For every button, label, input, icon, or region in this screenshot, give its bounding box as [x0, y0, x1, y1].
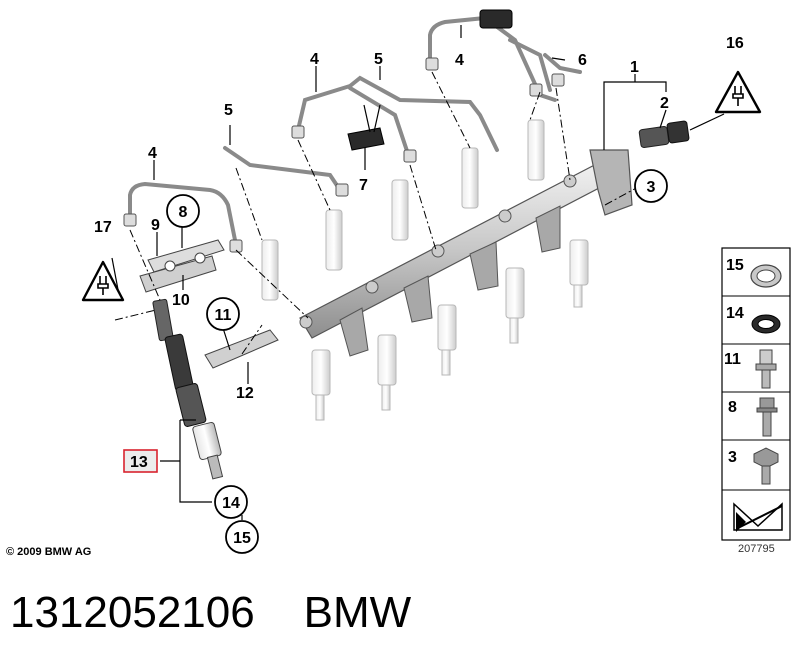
callout-4-top: 4	[455, 52, 464, 69]
highlight-box	[123, 449, 158, 473]
line-clamp	[479, 9, 513, 29]
line-fittings	[123, 57, 565, 253]
bolt-icon	[756, 397, 778, 437]
exploded-injector	[152, 298, 224, 480]
ghost-injectors	[261, 119, 589, 421]
callout-17: 17	[94, 219, 112, 236]
callout-leaders	[111, 25, 725, 520]
legend-item-3: 3	[728, 447, 779, 485]
next-arrow-icon[interactable]	[733, 502, 783, 532]
svg-text:11: 11	[215, 307, 232, 324]
callout-12: 12	[236, 385, 254, 402]
callout-9: 9	[151, 217, 160, 234]
svg-text:14: 14	[726, 305, 744, 322]
parts-legend: 15 14 11 8	[721, 247, 791, 541]
callout-4-left: 4	[148, 145, 157, 162]
warning-triangle-plug-icon	[81, 260, 125, 302]
callout-1: 1	[630, 59, 639, 76]
svg-text:8: 8	[179, 204, 188, 221]
warning-triangle-plug-icon	[714, 70, 762, 114]
svg-text:14: 14	[222, 495, 240, 512]
brand-name: BMW	[303, 588, 412, 637]
callout-7: 7	[359, 177, 368, 194]
part-number: 1312052106	[10, 588, 255, 637]
legend-item-14: 14	[726, 305, 781, 334]
svg-text:3: 3	[728, 449, 737, 466]
circled-callout-15: 15	[225, 520, 259, 554]
highlighted-callout-13[interactable]: 13	[123, 449, 158, 473]
o-ring-icon	[751, 314, 781, 334]
legend-item-8: 8	[728, 397, 778, 437]
footer-part-line: 1312052106 BMW	[10, 588, 411, 638]
copyright-notice: © 2009 BMW AG	[6, 546, 91, 558]
callout-16: 16	[726, 35, 744, 52]
circled-callout-11: 11	[206, 297, 240, 331]
svg-text:15: 15	[726, 257, 744, 274]
circled-callout-14: 14	[214, 485, 248, 519]
image-number: 207795	[738, 543, 775, 555]
screw-icon	[755, 349, 777, 389]
callout-4-mid: 4	[310, 51, 319, 68]
line-bracket	[347, 127, 385, 151]
callout-10: 10	[172, 292, 190, 309]
pressure-sensor	[638, 120, 690, 148]
high-pressure-lines	[128, 15, 582, 247]
callout-5-left: 5	[224, 102, 233, 119]
circled-callout-3: 3	[634, 169, 668, 203]
callout-13: 13	[130, 454, 148, 471]
circled-callouts: 3 8 11 14 15	[166, 169, 668, 554]
svg-text:15: 15	[233, 530, 251, 547]
callout-6: 6	[578, 52, 587, 69]
assembly-leaders	[114, 71, 641, 355]
svg-text:11: 11	[724, 351, 741, 368]
legend-item-11: 11	[724, 349, 777, 389]
circled-callout-8: 8	[166, 194, 200, 228]
mounting-plate	[204, 329, 279, 369]
svg-text:8: 8	[728, 399, 737, 416]
seal-ring-icon	[750, 264, 782, 288]
callout-numbers: 1 2 4 4 4 5 5 6 7 9 10 12 16 17	[94, 35, 744, 402]
callout-2: 2	[660, 95, 669, 112]
legend-item-15: 15	[726, 257, 782, 288]
hex-bolt-icon	[753, 447, 779, 485]
svg-text:3: 3	[647, 179, 656, 196]
seal-plate	[139, 239, 225, 293]
callout-5-mid: 5	[374, 51, 383, 68]
